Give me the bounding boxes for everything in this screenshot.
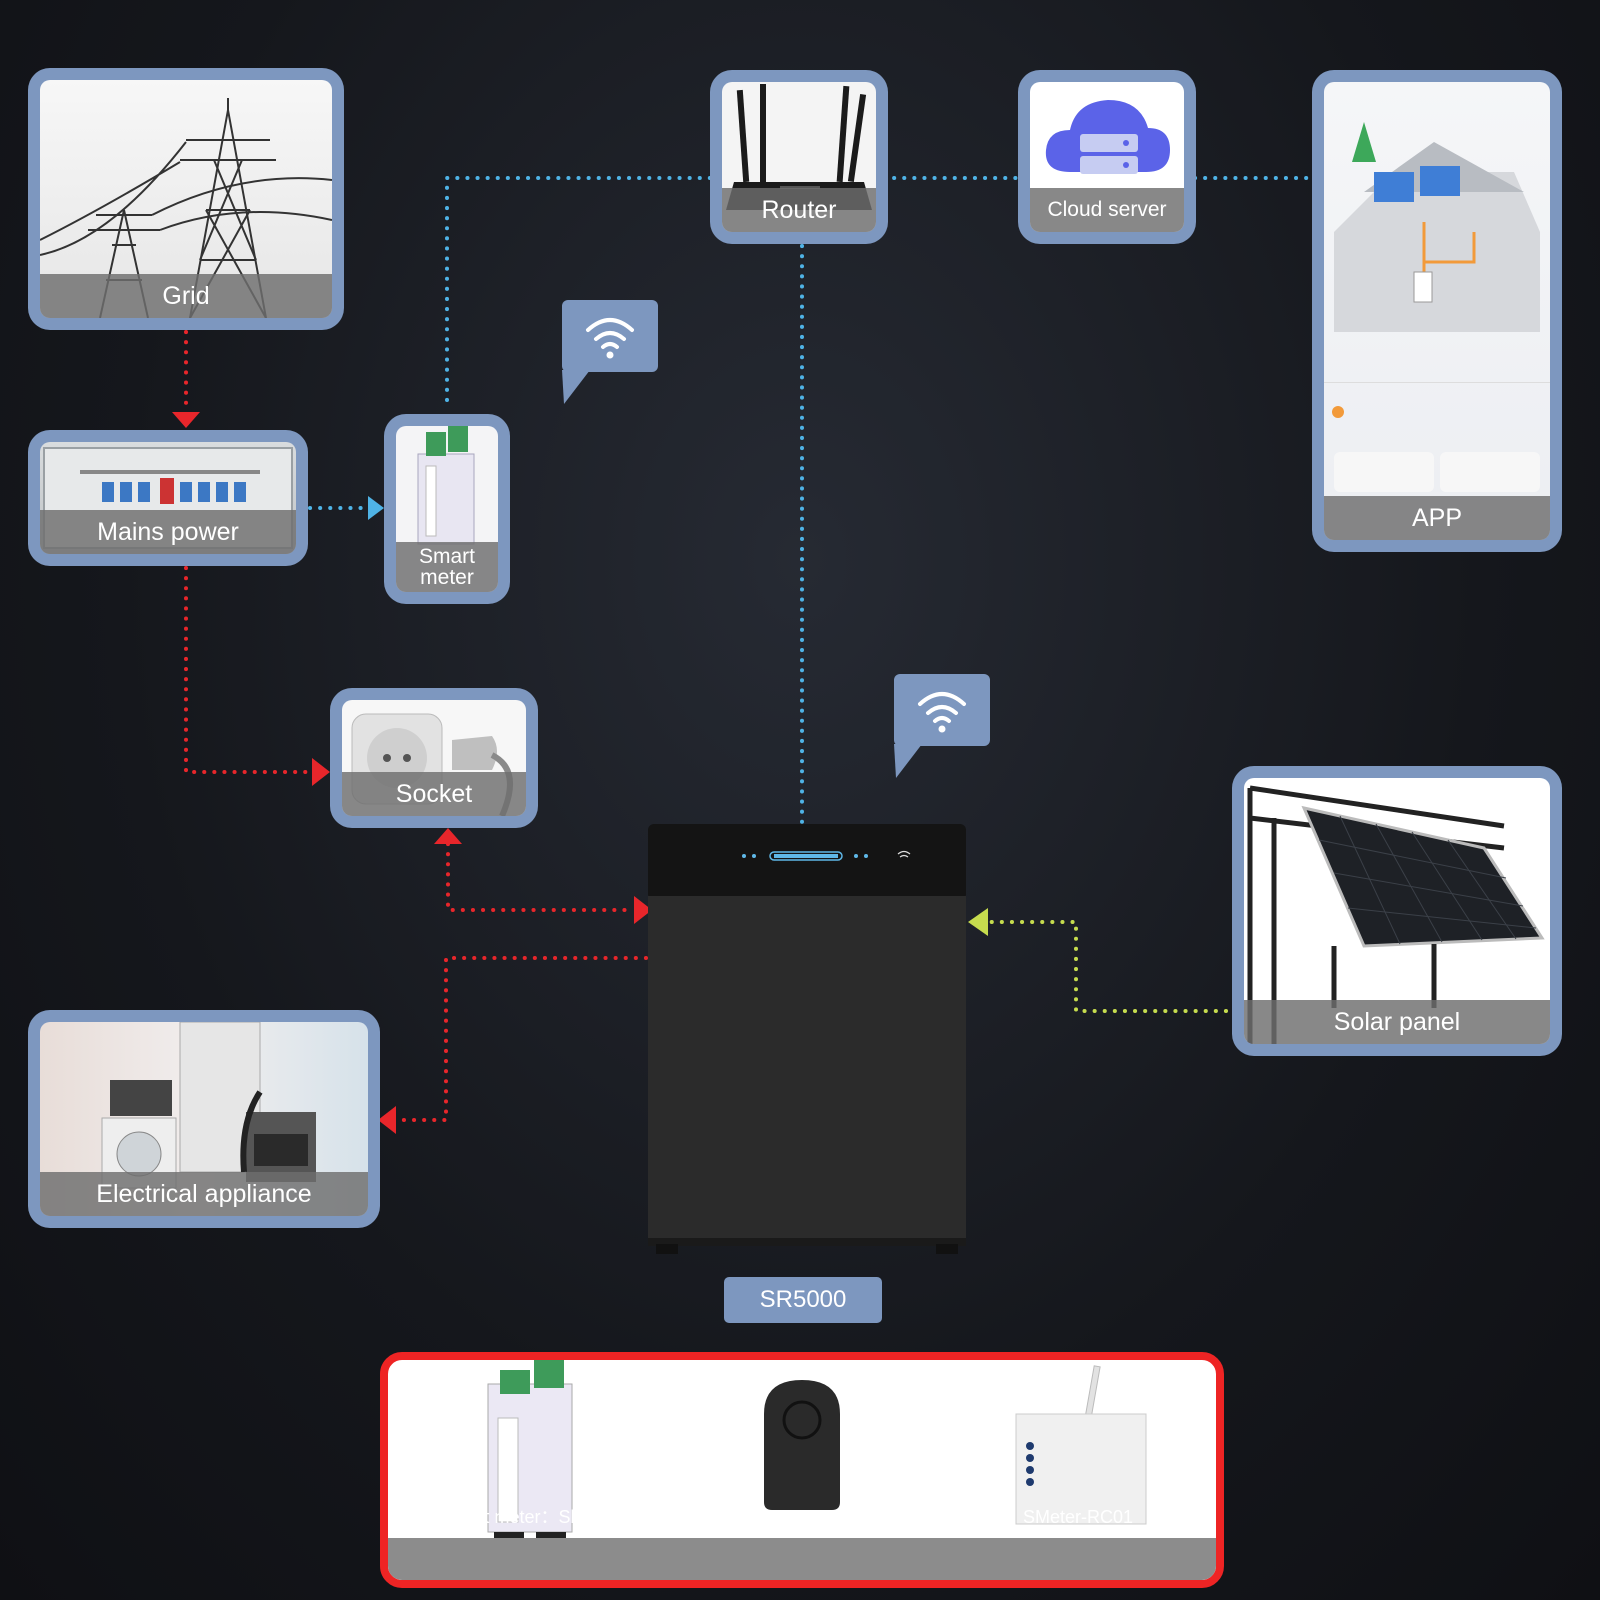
- bubble-tail: [562, 370, 590, 404]
- smart-meter-label-line2: meter: [420, 566, 474, 589]
- shelly-meter-icon: [487, 1360, 573, 1538]
- meter-option-label: P1：SMeter-RS02: [727, 1507, 877, 1527]
- arrow-solar-into-battery: [968, 908, 988, 936]
- arrow-up-to-socket: [434, 828, 462, 844]
- app-screenshot: APP: [1324, 82, 1550, 540]
- arrow-into-meter: [368, 496, 384, 520]
- sr5000-model-label: SR5000: [724, 1277, 882, 1323]
- electrical-appliance-label: Electrical appliance: [40, 1172, 368, 1216]
- smart-meter-image: Smart meter: [396, 426, 498, 592]
- solar-panel-label: Solar panel: [1244, 1000, 1550, 1044]
- app-label: APP: [1324, 496, 1550, 540]
- cloud-server-icon: [1045, 100, 1170, 174]
- arrow-into-mains: [172, 412, 200, 428]
- smart-meter-label-line1: Smart: [418, 545, 475, 568]
- electrical-appliance-image: Electrical appliance: [40, 1022, 368, 1216]
- router-image: Router: [722, 82, 876, 232]
- bubble-tail: [894, 744, 922, 778]
- wifi-icon: [586, 318, 634, 359]
- electrical-appliance-node[interactable]: Electrical appliance: [28, 1010, 380, 1228]
- power-line-socket-battery: [446, 842, 632, 912]
- wifi-bubble-meter: [562, 300, 658, 404]
- cloud-server-node[interactable]: Cloud server: [1018, 70, 1196, 244]
- meter-options-label-bar: [388, 1538, 1216, 1580]
- wifi-icon: [918, 692, 966, 733]
- p1-dongle-icon: [764, 1380, 840, 1510]
- din-meter-icon: [417, 426, 475, 545]
- solar-panel-node[interactable]: Solar panel: [1232, 766, 1562, 1056]
- battery-cabinet-icon: [648, 824, 966, 1254]
- power-line-battery-appliance: [392, 956, 648, 1122]
- cloud-server-image: Cloud server: [1030, 82, 1184, 232]
- arrow-into-appliance: [378, 1106, 396, 1134]
- socket-label: Socket: [342, 772, 526, 816]
- router-label: Router: [722, 188, 876, 232]
- socket-node[interactable]: Socket: [330, 688, 538, 828]
- wifi-bubble-battery: [894, 674, 990, 778]
- data-line-meter-router: [445, 176, 714, 402]
- grid-label: Grid: [40, 274, 332, 318]
- solar-line-panel-battery: [984, 920, 1228, 1013]
- power-tower-icon: [40, 98, 332, 318]
- meter-option-label: SMeter-RC01: [1022, 1507, 1134, 1527]
- solar-panel-image: Solar panel: [1244, 778, 1550, 1044]
- power-line-mains-socket: [184, 566, 312, 774]
- arrow-into-socket: [312, 758, 330, 786]
- sr5000-battery[interactable]: [648, 824, 966, 1254]
- socket-image: Socket: [342, 700, 526, 816]
- arrow-into-battery: [634, 896, 652, 924]
- smart-meter-node[interactable]: Smart meter: [384, 414, 510, 604]
- grid-node[interactable]: Grid: [28, 68, 344, 330]
- meter-option-smeter-rs02[interactable]: P1：SMeter-RS02: [664, 1360, 940, 1538]
- app-node[interactable]: APP: [1312, 70, 1562, 552]
- meter-option-label: smart meter：Shelly: [444, 1507, 608, 1527]
- app-house-illustration-icon: [1324, 122, 1550, 492]
- meter-option-smeter-rc01[interactable]: SMeter-RC01: [940, 1360, 1216, 1538]
- meter-option-shelly[interactable]: smart meter：Shelly: [388, 1360, 664, 1538]
- mains-power-label: Mains power: [40, 510, 296, 554]
- router-node[interactable]: Router: [710, 70, 888, 244]
- cloud-server-label: Cloud server: [1030, 188, 1184, 232]
- smart-meter-label: Smart meter: [396, 542, 498, 592]
- smeter-rc01-icon: [1015, 1365, 1147, 1525]
- meter-options-panel: smart meter：Shelly P1：SMeter-RS02 SMeter…: [380, 1352, 1224, 1588]
- grid-image: Grid: [40, 80, 332, 318]
- mains-power-node[interactable]: Mains power: [28, 430, 308, 566]
- mains-power-image: Mains power: [40, 442, 296, 554]
- solar-panel-icon: [1247, 785, 1545, 1044]
